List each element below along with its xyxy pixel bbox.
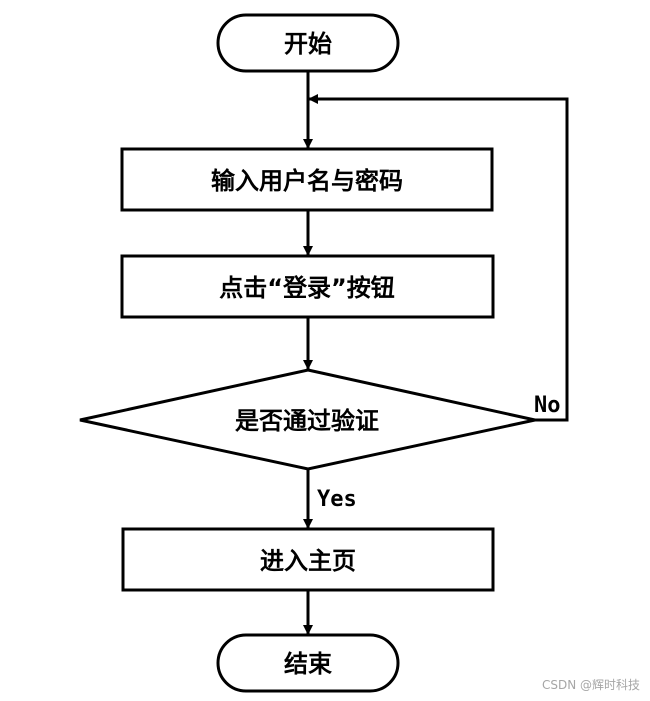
end-label: 结束 [284, 650, 333, 678]
verification-decision-node: 是否通过验证 [79, 368, 536, 471]
click-login-node: 点击“登录”按钮 [120, 254, 495, 319]
watermark: CSDN @辉时科技 [541, 678, 640, 692]
click-login-label: 点击“登录”按钮 [219, 274, 395, 302]
enter-home-label: 进入主页 [260, 547, 356, 575]
input-credentials-label: 输入用户名与密码 [211, 167, 403, 195]
arrow-no-loop-back [308, 94, 569, 422]
verification-decision-label: 是否通过验证 [235, 407, 379, 435]
start-label: 开始 [284, 30, 332, 58]
no-edge-label: No [534, 393, 561, 418]
yes-edge-label: Yes [317, 487, 357, 512]
start-node: 开始 [216, 13, 400, 73]
input-credentials-node: 输入用户名与密码 [120, 147, 494, 212]
end-node: 结束 [216, 633, 400, 693]
enter-home-node: 进入主页 [121, 527, 495, 592]
